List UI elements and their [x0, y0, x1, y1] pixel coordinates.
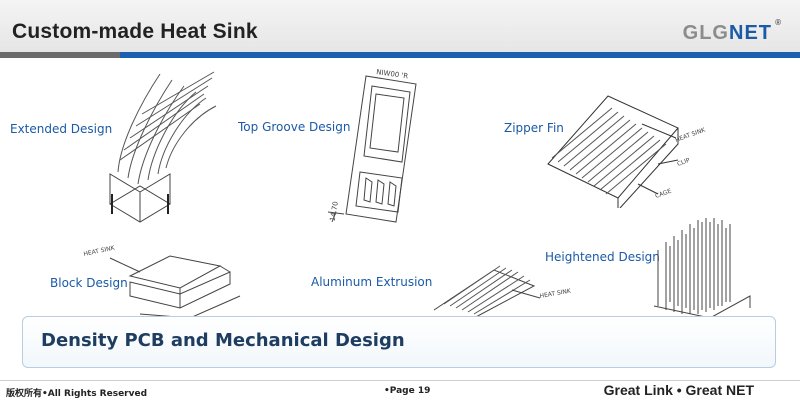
heat-sink-aluminum-extrusion-drawing: HEAT SINK — [414, 240, 574, 318]
label-zipper-fin: Zipper Fin — [504, 121, 564, 135]
callout-heat-sink: HEAT SINK — [539, 287, 572, 300]
callout-heat-sink: HEAT SINK — [83, 244, 116, 258]
label-aluminum-extrusion: Aluminum Extrusion — [311, 275, 433, 289]
registered-mark: ® — [775, 18, 782, 27]
footer-slogan: Great Link • Great NET — [603, 382, 754, 398]
slide-title: Custom-made Heat Sink — [12, 20, 258, 43]
summary-banner: Density PCB and Mechanical Design — [22, 316, 776, 368]
footer-page-number: •Page 19 — [384, 386, 431, 396]
callout-heat-sink: HEAT SINK — [674, 126, 707, 144]
header-divider-gray — [0, 52, 120, 58]
heat-sink-top-groove-drawing: NIW00 'R 14.70 — [316, 62, 436, 227]
label-top-groove-design: Top Groove Design — [238, 120, 351, 134]
logo-net-text: NET — [729, 22, 772, 44]
dimension-label-side: 14.70 — [329, 201, 340, 222]
glgnet-logo: GLGNET ® — [682, 18, 781, 45]
callout-clip: CLIP — [676, 157, 691, 168]
logo-glg-text: GLG — [682, 22, 729, 44]
callout-cage: CAGE — [654, 188, 672, 200]
footer-copyright: 版权所有•All Rights Reserved — [6, 389, 148, 399]
heat-sink-zipper-fin-drawing: HEAT SINK CLIP CAGE — [538, 68, 718, 208]
heat-sink-heightened-drawing — [650, 210, 760, 318]
label-block-design: Block Design — [50, 276, 128, 290]
header-divider-blue — [120, 52, 800, 58]
heat-sink-extended-drawing — [100, 64, 230, 224]
heat-sink-block-drawing: HEAT SINK — [80, 236, 250, 318]
label-extended-design: Extended Design — [10, 122, 113, 136]
slide-header: Custom-made Heat Sink GLGNET ® — [0, 0, 800, 52]
footer-divider — [0, 380, 800, 381]
banner-text: Density PCB and Mechanical Design — [41, 330, 405, 351]
label-heightened-design: Heightened Design — [545, 250, 660, 264]
